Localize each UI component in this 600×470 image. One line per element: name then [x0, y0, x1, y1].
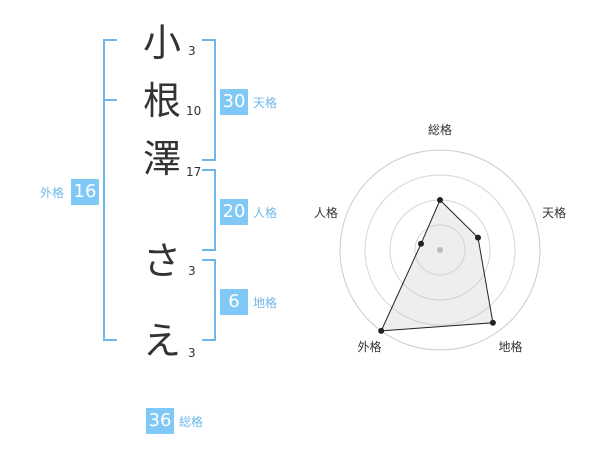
jinkaku-label: 人格	[253, 206, 278, 220]
name-char-3: 澤	[142, 137, 181, 181]
chikaku-bracket	[202, 259, 216, 341]
soukaku-label: 総格	[179, 415, 204, 429]
stroke-count-5: 3	[188, 346, 196, 360]
stroke-count-1: 3	[188, 44, 196, 58]
gaikaku-label: 外格	[40, 186, 65, 200]
soukaku-value: 36	[146, 408, 174, 434]
tenkaku-label: 天格	[253, 96, 278, 110]
radar-center-dot	[437, 247, 443, 253]
radar-axis-label: 人格	[314, 205, 338, 220]
stroke-count-3: 17	[186, 165, 202, 179]
jinkaku-value: 20	[220, 199, 248, 225]
radar-point-4	[378, 327, 385, 334]
name-char-2: 根	[142, 79, 181, 123]
gaikaku-value: 16	[71, 179, 99, 205]
radar-point-3	[489, 319, 496, 326]
radar-series-area	[380, 199, 494, 332]
chikaku-value: 6	[220, 289, 248, 315]
radar-axis-label: 総格	[428, 122, 452, 137]
jinkaku-bracket	[202, 169, 216, 251]
name-char-5: え	[142, 319, 181, 363]
radar-axis-label: 天格	[542, 205, 566, 220]
name-char-1: 小	[142, 21, 181, 65]
name-char-4: さ	[142, 239, 181, 283]
stroke-count-2: 10	[186, 104, 202, 118]
radar-axis-label: 外格	[357, 339, 381, 354]
radar-point-2	[475, 234, 481, 241]
radar-axis-label: 地格	[498, 339, 522, 354]
radar-grid-ring	[414, 224, 466, 276]
gaikaku-bracket	[103, 39, 117, 341]
radar-point-5	[418, 240, 424, 247]
chikaku-label: 地格	[253, 296, 278, 310]
stroke-count-4: 3	[188, 264, 196, 278]
radar-point-1	[437, 197, 443, 203]
tenkaku-bracket	[202, 39, 216, 161]
tenkaku-value: 30	[220, 89, 248, 115]
radar-grid-ring	[364, 174, 516, 326]
